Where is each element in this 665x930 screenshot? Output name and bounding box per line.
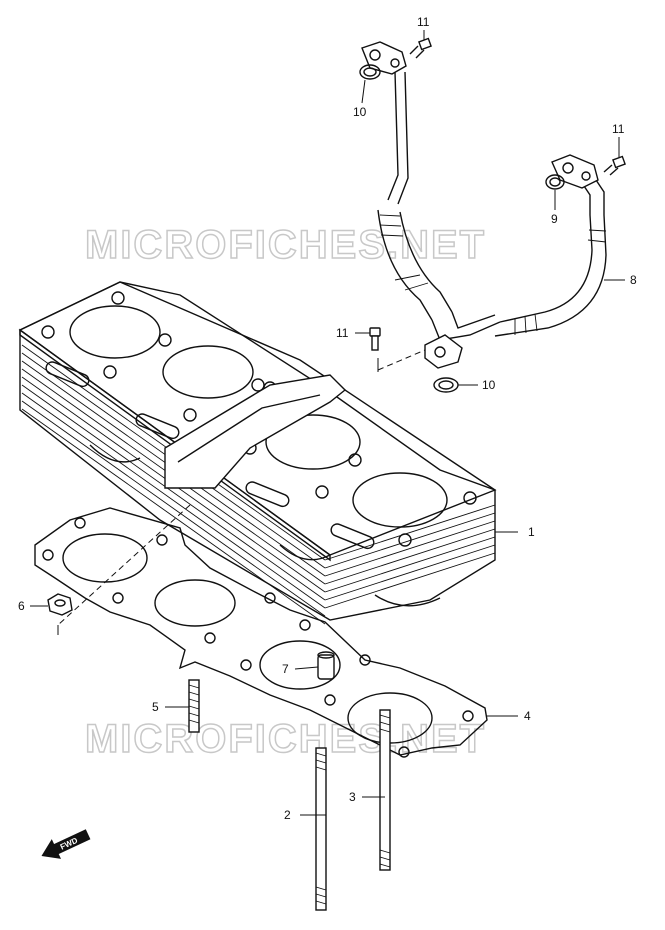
callout-3: 3 <box>349 790 356 804</box>
leader-lines <box>30 30 625 816</box>
cylinder-gasket <box>34 507 488 758</box>
oil-hose <box>361 41 607 369</box>
fwd-label: FWD <box>59 836 80 852</box>
alignment-line-nut <box>57 504 191 626</box>
callout-10-upper: 10 <box>353 105 367 119</box>
long-stud-3 <box>379 709 391 871</box>
o-ring-10-lower <box>433 377 459 393</box>
alignment-line-bolt <box>377 349 426 371</box>
callout-8: 8 <box>630 273 637 287</box>
cylinder-block <box>18 281 497 625</box>
callout-11-right: 11 <box>612 122 625 136</box>
watermark-bottom: MICROFICHES.NET <box>85 717 486 761</box>
o-ring-10-upper <box>359 64 381 80</box>
callout-11-middle: 11 <box>336 326 349 340</box>
callout-10-lower: 10 <box>482 378 496 392</box>
watermark-top: MICROFICHES.NET <box>85 223 486 267</box>
bolt-11-middle <box>369 327 381 351</box>
callout-11-top: 11 <box>417 15 430 29</box>
long-stud-2 <box>315 747 327 911</box>
dowel-pin <box>317 651 335 680</box>
callout-9: 9 <box>551 212 558 226</box>
flange-nut <box>47 593 73 616</box>
callout-7: 7 <box>282 662 289 676</box>
callout-4: 4 <box>524 709 531 723</box>
bolt-11-top <box>409 37 432 59</box>
o-ring-9 <box>545 174 565 190</box>
bolt-11-right <box>603 155 626 176</box>
callout-6: 6 <box>18 599 25 613</box>
short-stud <box>188 679 200 733</box>
callout-1: 1 <box>528 525 535 539</box>
callout-2: 2 <box>284 808 291 822</box>
forward-arrow-icon: FWD <box>41 829 91 859</box>
callout-5: 5 <box>152 700 159 714</box>
